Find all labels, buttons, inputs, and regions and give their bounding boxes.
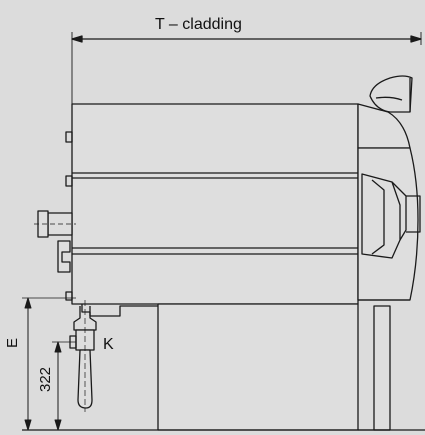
pipe-connection [34,210,76,273]
drain-tap [69,300,97,412]
depth-label: T – cladding [155,16,242,33]
burner-section [357,103,421,301]
tap-height-dimension-line [52,341,76,431]
depth-dimension-line [71,32,422,105]
base-stand [81,303,391,431]
left-side-fittings [65,131,73,301]
boiler-body [71,103,359,305]
height-dimension-line [22,297,76,431]
tap-height-label: 322 [37,366,54,392]
height-label: E [4,337,21,348]
tap-label: K [103,336,114,353]
top-cover-handle [369,75,413,113]
